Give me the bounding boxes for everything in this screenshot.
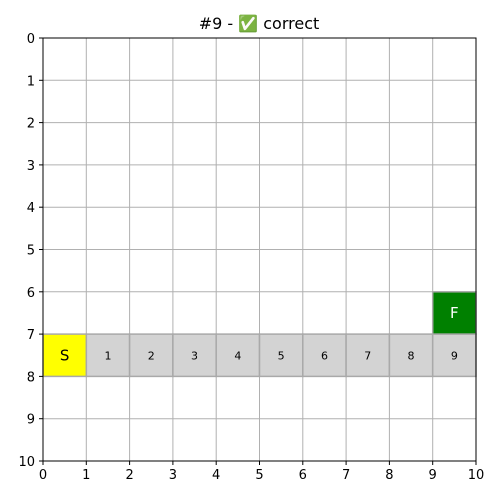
start-cell-label: S — [60, 346, 70, 364]
y-tick-label: 6 — [27, 286, 35, 301]
x-tick-label: 0 — [39, 468, 47, 483]
grid-lines — [42, 37, 477, 462]
y-tick-label: 1 — [27, 74, 35, 89]
path-cell — [258, 333, 304, 378]
axis-ticks: 0 1 2 3 4 5 6 7 8 9 10 0 1 2 3 4 5 6 7 8 9 10 — [18, 32, 484, 483]
x-tick-label: 6 — [299, 468, 307, 483]
path-cell-label: 6 — [321, 349, 328, 362]
path-cell-label: 2 — [148, 349, 155, 362]
path-cell-label: 7 — [364, 349, 371, 362]
x-tick-label: 1 — [82, 468, 90, 483]
x-tick-label: 8 — [385, 468, 393, 483]
y-tick-label: 3 — [27, 159, 35, 174]
path-cell-label: 8 — [408, 349, 415, 362]
y-tick-label: 2 — [27, 117, 35, 132]
path-cell-label: 3 — [191, 349, 198, 362]
y-tick-label: 0 — [27, 32, 35, 47]
path-cell — [302, 333, 347, 378]
finish-cell-label: F — [450, 304, 459, 322]
finish-cell — [431, 291, 477, 335]
x-tick-label: 9 — [429, 468, 437, 483]
x-tick-label: 2 — [125, 468, 133, 483]
x-tick-label: 5 — [255, 468, 263, 483]
y-tick-label: 5 — [27, 244, 35, 259]
board-cells: 1 2 3 4 5 6 7 8 9 S F — [42, 291, 477, 378]
path-cell-label: 4 — [234, 349, 241, 362]
path-cell — [215, 333, 261, 378]
y-tick-label: 4 — [27, 201, 35, 216]
path-cell-label: 9 — [451, 349, 458, 362]
path-cell-label: 1 — [104, 349, 111, 362]
board-title: #9 - ✅ correct — [199, 14, 320, 33]
x-tick-label: 4 — [212, 468, 220, 483]
x-tick-label: 3 — [169, 468, 177, 483]
x-tick-label: 10 — [468, 468, 485, 483]
y-tick-label: 9 — [27, 413, 35, 428]
y-tick-label: 10 — [18, 455, 35, 470]
path-cell — [85, 333, 131, 378]
path-cell-label: 5 — [278, 349, 285, 362]
y-tick-label: 8 — [27, 370, 35, 385]
start-cell — [42, 333, 88, 378]
y-tick-label: 7 — [27, 328, 35, 343]
x-tick-label: 7 — [342, 468, 350, 483]
